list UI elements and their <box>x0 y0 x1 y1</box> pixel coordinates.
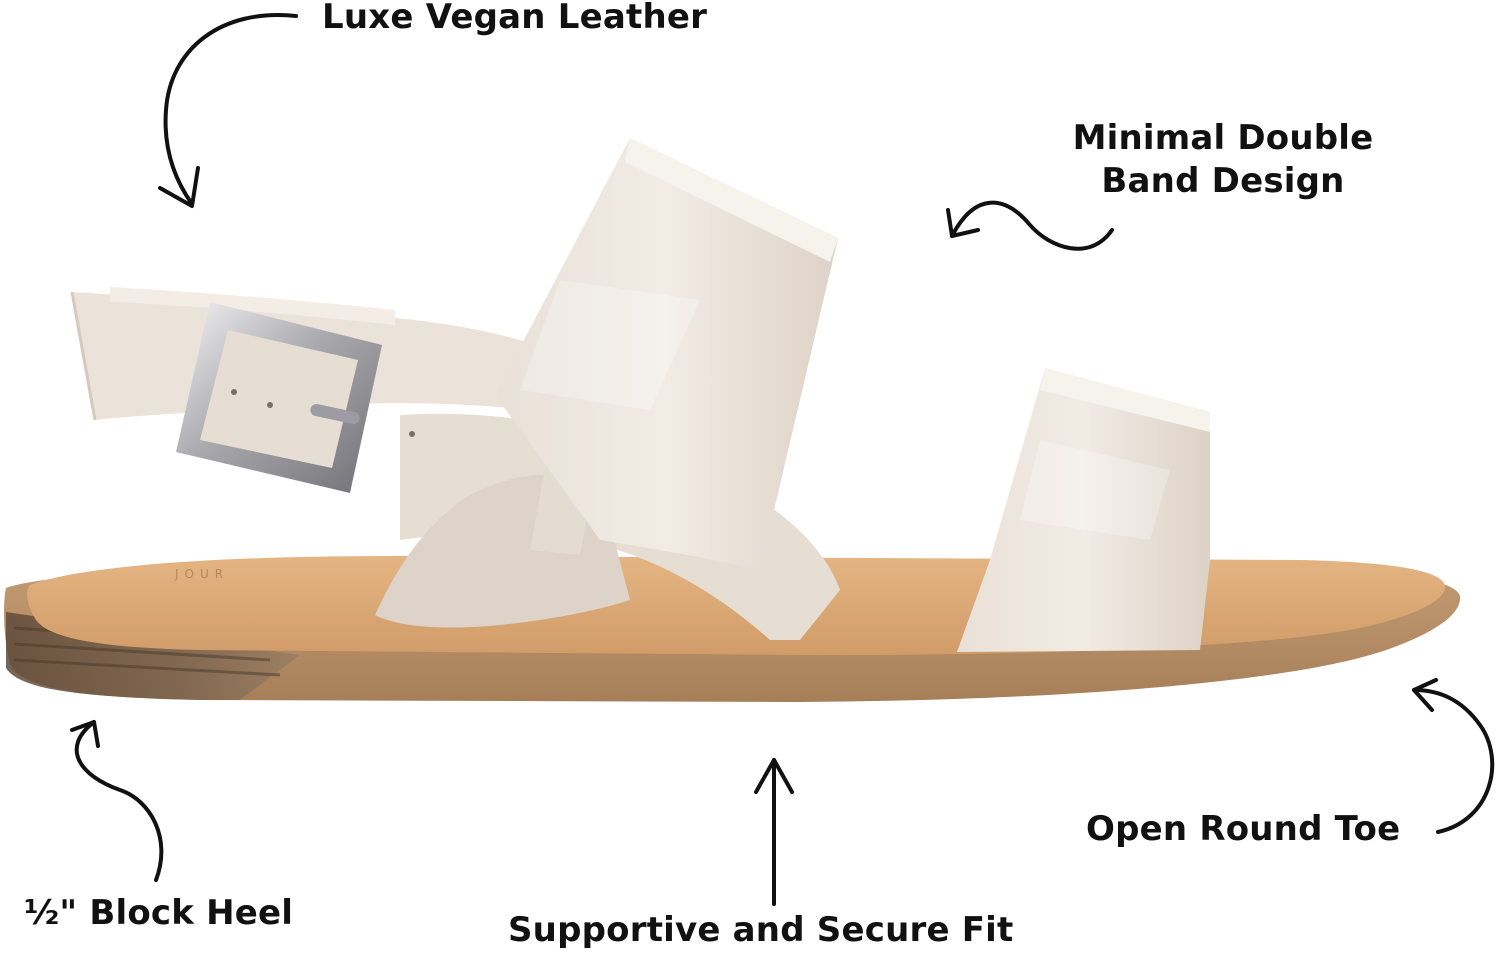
front-band-toe <box>957 368 1210 652</box>
arrow-heel <box>70 720 164 882</box>
callout-minimal-double-band: Minimal Double Band Design <box>1062 117 1384 202</box>
callout-open-round-toe: Open Round Toe <box>1086 809 1401 849</box>
callout-luxe-vegan-leather: Luxe Vegan Leather <box>322 0 708 37</box>
arrow-luxe <box>158 13 298 208</box>
callout-supportive-fit: Supportive and Secure Fit <box>508 910 1014 950</box>
arrow-open-toe <box>1412 678 1495 834</box>
front-band-upper <box>495 138 838 570</box>
callout-minimal-line1: Minimal Double <box>1072 118 1374 158</box>
callout-minimal-line2: Band Design <box>1101 160 1345 201</box>
arrow-fit <box>754 758 794 906</box>
callout-block-heel: ½" Block Heel <box>24 893 294 933</box>
arrow-minimal <box>946 200 1114 251</box>
svg-text:JOUR: JOUR <box>174 567 229 581</box>
buckle <box>176 302 415 493</box>
